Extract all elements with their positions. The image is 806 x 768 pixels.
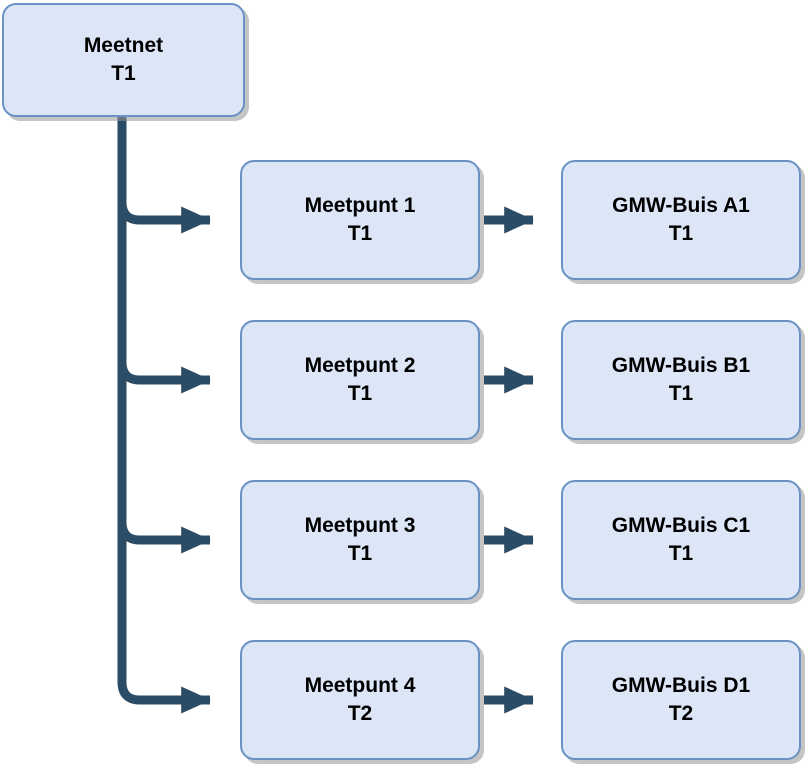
node-gmw-buis-c1[interactable]: GMW-Buis C1 T1: [561, 480, 801, 600]
node-meetpunt-1[interactable]: Meetpunt 1 T1: [240, 160, 480, 280]
node-meetpunt-1-label: Meetpunt 1: [304, 194, 416, 218]
node-gmw-buis-c1-version: T1: [668, 542, 694, 565]
node-gmw-buis-a1-label: GMW-Buis A1: [612, 194, 750, 218]
node-gmw-buis-a1[interactable]: GMW-Buis A1 T1: [561, 160, 801, 280]
node-meetpunt-2-label: Meetpunt 2: [304, 354, 416, 378]
node-gmw-buis-b1-version: T1: [668, 382, 694, 405]
node-gmw-buis-b1[interactable]: GMW-Buis B1 T1: [561, 320, 801, 440]
node-meetnet-label: Meetnet: [83, 34, 164, 58]
node-gmw-buis-d1-label: GMW-Buis D1: [611, 674, 751, 698]
link-edge-group: [484, 206, 534, 714]
node-gmw-buis-d1-version: T2: [668, 702, 694, 725]
node-meetpunt-3-label: Meetpunt 3: [304, 514, 416, 538]
node-meetnet[interactable]: Meetnet T1: [2, 3, 245, 117]
node-meetpunt-2-version: T1: [347, 382, 373, 405]
node-meetpunt-3[interactable]: Meetpunt 3 T1: [240, 480, 480, 600]
node-meetpunt-2[interactable]: Meetpunt 2 T1: [240, 320, 480, 440]
node-meetpunt-1-version: T1: [347, 222, 373, 245]
node-gmw-buis-d1[interactable]: GMW-Buis D1 T2: [561, 640, 801, 760]
node-meetpunt-3-version: T1: [347, 542, 373, 565]
branch-edge-meetpunt-1: [117, 117, 211, 234]
trunk-edge-group: [117, 117, 211, 714]
node-meetnet-version: T1: [111, 62, 136, 85]
branch-edge-meetpunt-3: [117, 117, 211, 554]
node-meetpunt-4-label: Meetpunt 4: [304, 674, 416, 698]
node-gmw-buis-a1-version: T1: [668, 222, 694, 245]
node-gmw-buis-c1-label: GMW-Buis C1: [611, 514, 751, 538]
node-meetpunt-4-version: T2: [347, 702, 373, 725]
node-gmw-buis-b1-label: GMW-Buis B1: [611, 354, 751, 378]
branch-edge-meetpunt-4: [117, 117, 211, 714]
node-meetpunt-4[interactable]: Meetpunt 4 T2: [240, 640, 480, 760]
branch-edge-meetpunt-2: [117, 117, 211, 394]
